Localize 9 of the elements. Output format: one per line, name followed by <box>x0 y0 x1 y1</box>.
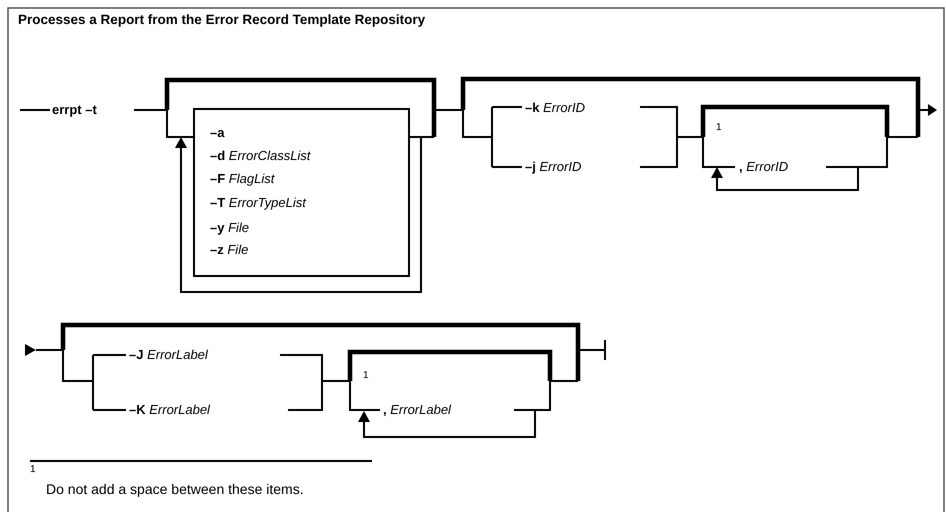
option-flag: –T ErrorTypeList <box>208 195 308 211</box>
repeat-item: , ErrorLabel <box>381 402 453 418</box>
option-flag: –F FlagList <box>208 171 276 187</box>
diagram-title: Processes a Report from the Error Record Template Repository <box>18 12 426 27</box>
footnote-text: Do not add a space between these items. <box>45 481 305 497</box>
option-flag: –y File <box>208 220 252 236</box>
repeat-item: , ErrorID <box>737 159 790 175</box>
footnote-mark: 1 <box>29 463 37 477</box>
option-flag: –j ErrorID <box>523 159 584 175</box>
